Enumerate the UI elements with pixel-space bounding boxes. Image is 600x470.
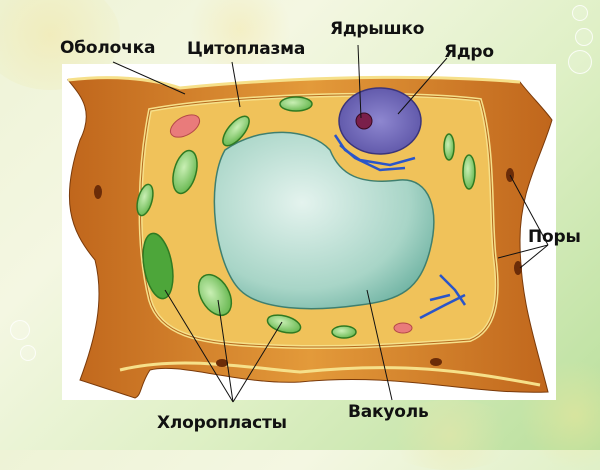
mitochondrion	[393, 322, 413, 334]
background-bubble	[572, 5, 588, 21]
label-vacuole: Вакуоль	[348, 402, 429, 422]
label-cytoplasm: Цитоплазма	[187, 39, 306, 59]
background-bubble	[10, 320, 30, 340]
background-bubble	[575, 28, 593, 46]
background-flower	[180, 0, 300, 70]
label-nucleolus: Ядрышко	[330, 19, 425, 39]
label-shell: Оболочка	[60, 38, 156, 58]
label-nucleus: Ядро	[444, 42, 494, 62]
vacuole	[213, 131, 435, 310]
label-pores: Поры	[528, 227, 581, 247]
nucleolus	[355, 112, 373, 130]
pore	[514, 261, 522, 275]
pore	[94, 185, 102, 199]
mitochondrion	[169, 114, 201, 138]
endoplasmic-reticulum	[333, 134, 467, 320]
chloroplasts	[136, 96, 476, 339]
plant-cell-diagram	[67, 44, 553, 403]
pore	[216, 359, 228, 367]
pore	[430, 358, 442, 366]
nucleus	[338, 87, 422, 155]
label-chloroplasts: Хлоропласты	[157, 413, 287, 433]
background-bubble	[20, 345, 36, 361]
leader-lines	[112, 44, 549, 403]
background-bubble	[568, 50, 592, 74]
